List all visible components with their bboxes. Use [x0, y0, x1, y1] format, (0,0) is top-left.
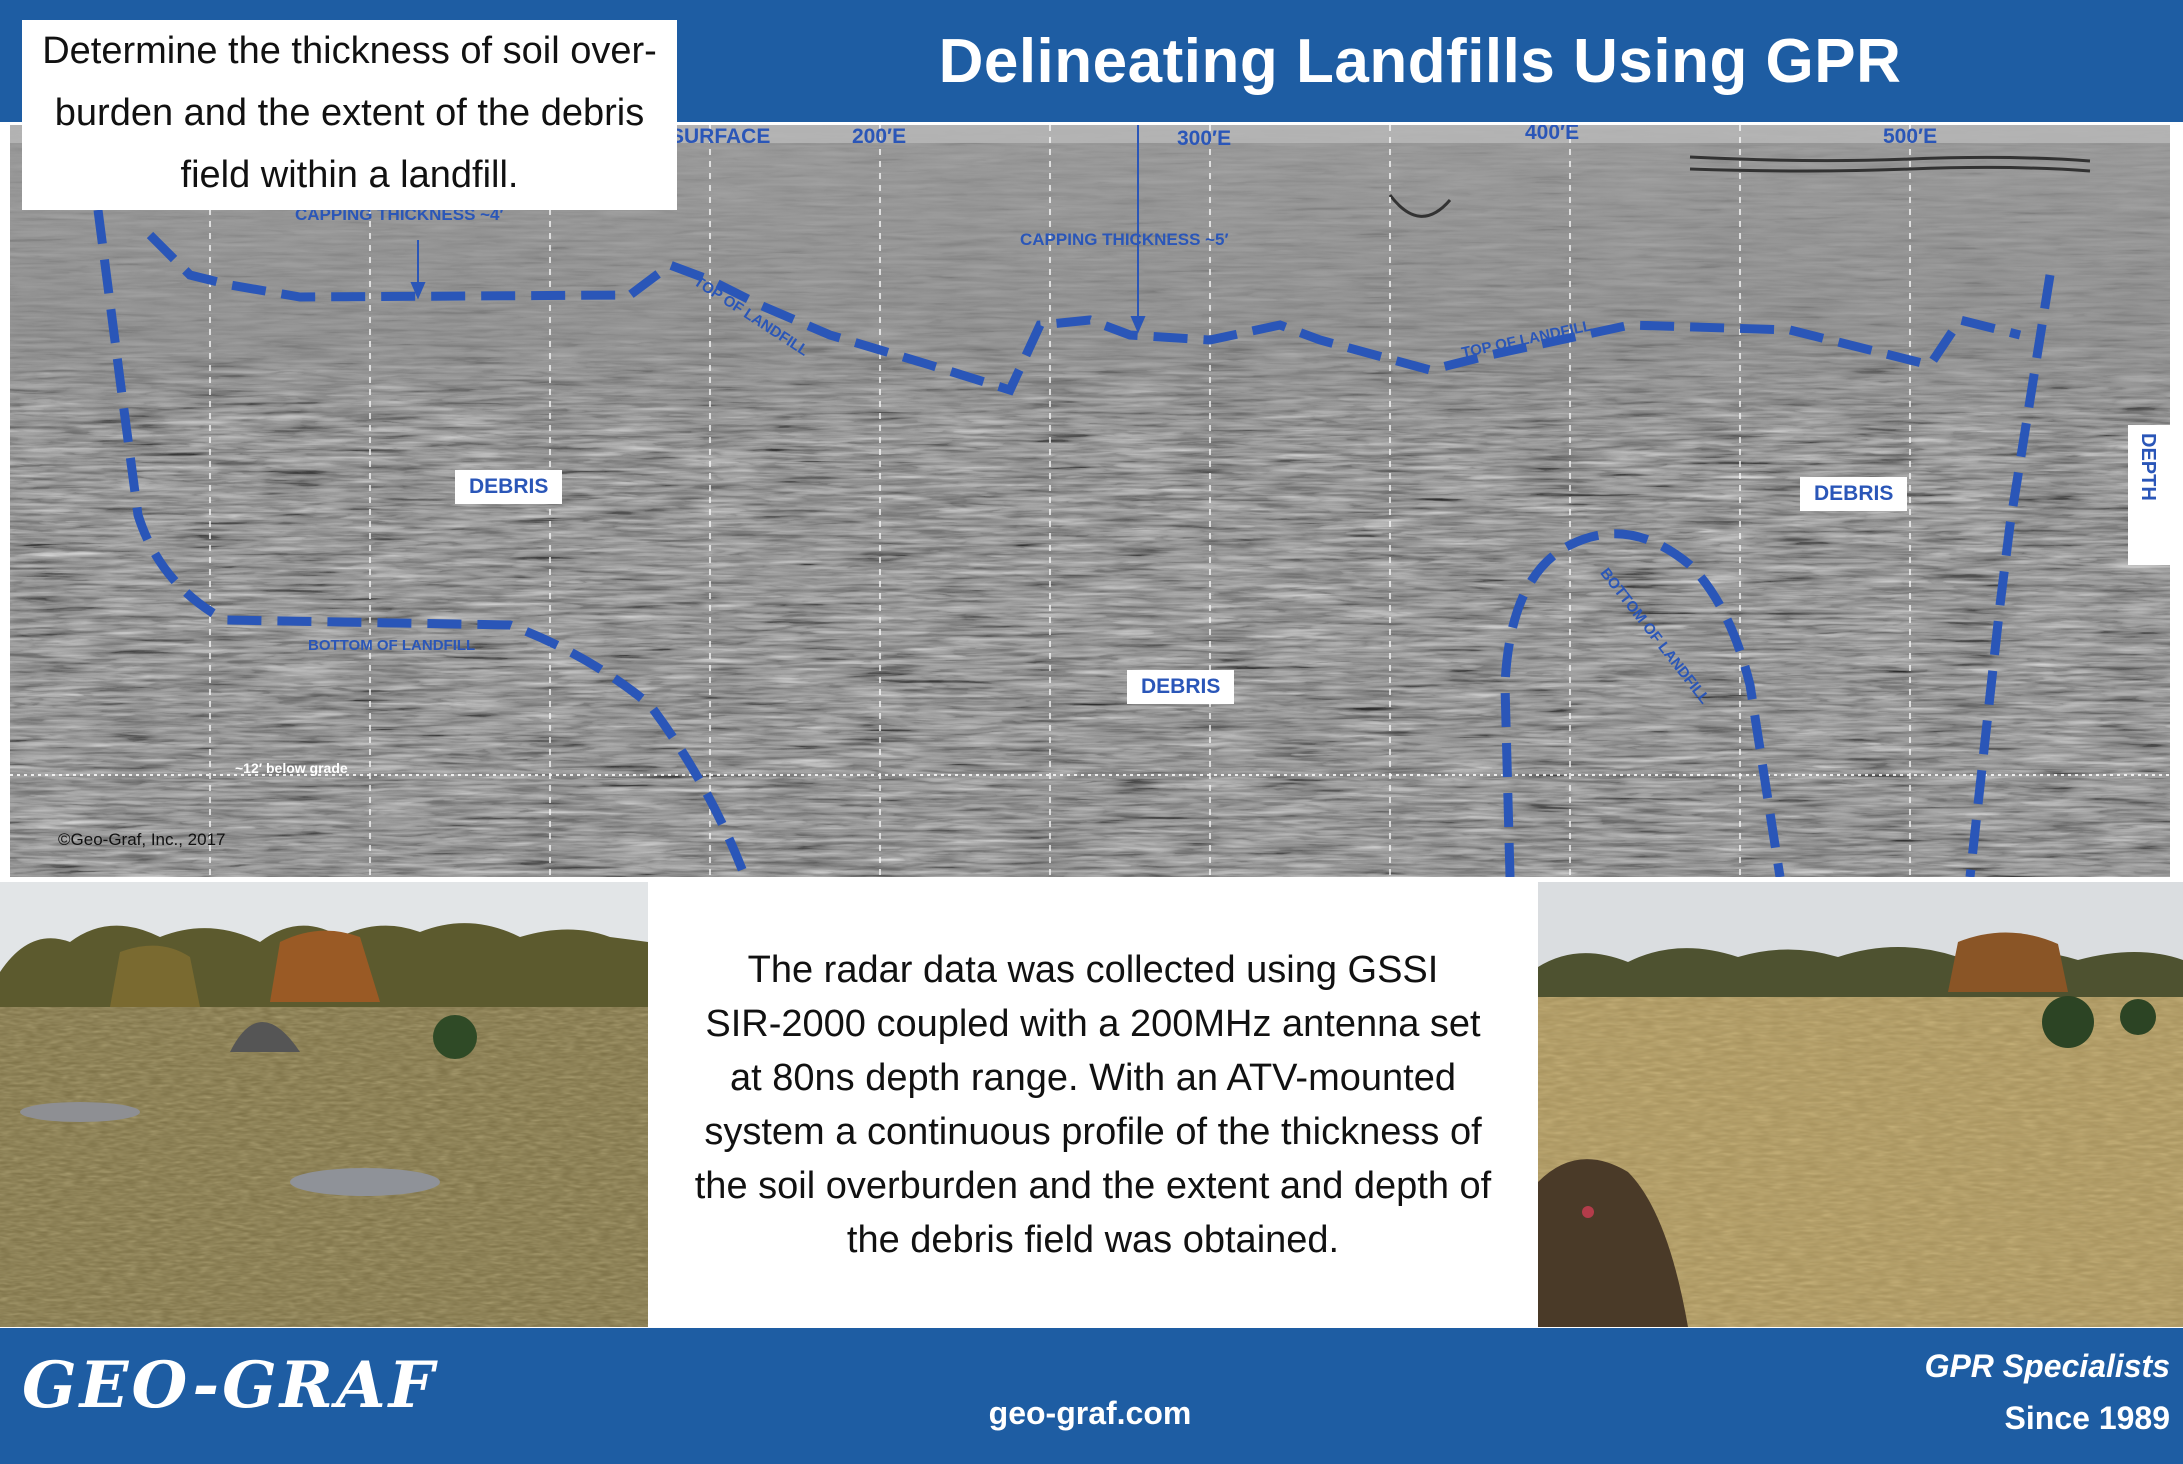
description-line-4: system a continuous profile of the thick…: [704, 1110, 1482, 1153]
description-line-5: the soil overburden and the extent and d…: [694, 1164, 1492, 1207]
capping-thickness-right-label: CAPPING THICKNESS ~5′: [1020, 230, 1229, 249]
axis-label-200e: 200′E: [852, 125, 907, 148]
website-link[interactable]: geo-graf.com: [988, 1395, 1192, 1431]
gpr-radargram: SURFACE 200′E 300′E 400′E 500′E CAPPING …: [10, 125, 2170, 877]
description-line-3: at 80ns depth range. With an ATV-mounted: [730, 1056, 1456, 1099]
axis-label-300e: 300′E: [1177, 127, 1232, 150]
axis-label-400e: 400′E: [1525, 125, 1580, 144]
debris-label: DEBRIS: [1127, 670, 1235, 704]
depth-label: DEPTH: [2128, 425, 2170, 565]
axis-label-500e: 500′E: [1883, 125, 1938, 148]
debris-label: DEBRIS: [1800, 477, 1908, 511]
depth-label-text: DEPTH: [2137, 433, 2159, 501]
landfill-photo-left: [0, 882, 648, 1327]
callout-line-3: field within a landfill.: [180, 154, 519, 196]
copyright-text: ©Geo-Graf, Inc., 2017: [58, 830, 226, 849]
page-title: Delineating Landfills Using GPR: [938, 26, 1902, 96]
callout-line-1: Determine the thickness of soil over-: [42, 30, 657, 72]
description-line-6: the debris field was obtained.: [846, 1218, 1340, 1261]
grade-note: ~12′ below grade: [235, 760, 348, 776]
bottom-of-landfill-label-1: BOTTOM OF LANDFILL: [308, 637, 476, 654]
company-logo: GEO-GRAF: [22, 1348, 438, 1423]
footer-banner: [0, 1328, 2183, 1464]
tagline-line-1: GPR Specialists: [1924, 1348, 2170, 1384]
description-panel: The radar data was collected using GSSI …: [648, 882, 1538, 1327]
callout-line-2: burden and the extent of the debris: [54, 92, 645, 134]
description-line-2: SIR-2000 coupled with a 200MHz antenna s…: [705, 1002, 1481, 1045]
debris-label: DEBRIS: [455, 470, 563, 504]
tagline: GPR Specialists Since 1989: [1850, 1340, 2170, 1444]
landfill-photo-right: [1538, 882, 2183, 1327]
axis-label-surface: SURFACE: [670, 125, 771, 148]
callout-box: Determine the thickness of soil over- bu…: [22, 20, 677, 210]
description-line-1: The radar data was collected using GSSI: [747, 948, 1439, 991]
tagline-line-2: Since 1989: [2004, 1400, 2170, 1436]
